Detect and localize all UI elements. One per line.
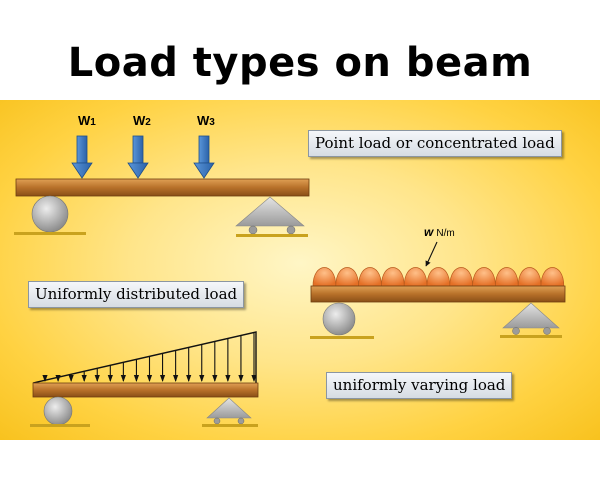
uvl-arrow-head: [120, 375, 126, 382]
uvl-arrow-head: [133, 375, 140, 382]
beam-diagram: W1 W2 W3: [14, 113, 566, 427]
arrow-down-icon: [127, 135, 149, 179]
roller-support-icon: [31, 195, 69, 233]
load-w3-label: W3: [197, 113, 215, 128]
beam-2: [310, 285, 566, 303]
diagram-panel: W1 W2 W3: [0, 100, 600, 440]
point-load-label: Point load or concentrated load: [308, 130, 562, 157]
uvl-arrow-head: [81, 375, 87, 382]
uvl-arrow-head: [55, 375, 61, 382]
point-load-diagram: W1 W2 W3: [14, 113, 310, 237]
load-w2-label: W2: [133, 113, 151, 128]
uvl-arrow-head: [186, 375, 192, 382]
udl-bump: [335, 267, 359, 287]
uvl-arrow-head: [251, 375, 257, 382]
uvl-diagram: [30, 331, 259, 427]
hinge-support-icon: [206, 397, 252, 425]
udl-bump: [426, 267, 451, 287]
udl-label: Uniformly distributed load: [28, 281, 245, 308]
udl-bump: [472, 267, 496, 287]
page-title: Load types on beam: [67, 40, 533, 86]
uvl-arrow-head: [94, 375, 100, 382]
uvl-arrow-head: [238, 375, 244, 382]
load-w3: W3: [193, 113, 215, 179]
load-w2: W2: [127, 113, 151, 179]
udl-bump: [495, 267, 519, 287]
udl-bump: [517, 267, 542, 287]
ground-line: [310, 336, 374, 339]
udl-bump: [540, 267, 565, 287]
uvl-arrow-head: [173, 375, 179, 382]
uvl-arrow-head: [107, 375, 113, 382]
uvl-arrow-head: [68, 375, 74, 382]
intensity-pointer-arrow: [425, 241, 438, 267]
hinge-support-icon: [502, 302, 560, 335]
roller-support-icon: [43, 396, 73, 426]
uvl-arrow-head: [212, 375, 218, 382]
load-w1: W1: [71, 113, 96, 179]
hinge-support-icon: [235, 196, 305, 235]
udl-bump: [403, 267, 428, 287]
uvl-load-envelope: [32, 331, 257, 384]
ground-line: [30, 424, 90, 427]
ground-line: [14, 232, 86, 235]
uvl-arrow-head: [159, 375, 166, 382]
uvl-label: uniformly varying load: [326, 372, 513, 399]
load-w1-label: W1: [78, 113, 96, 128]
udl-bump: [381, 267, 405, 287]
arrow-down-icon: [193, 135, 215, 179]
udl-bump: [358, 267, 382, 287]
roller-support-icon: [322, 302, 356, 336]
ground-line: [202, 424, 258, 427]
udl-bump: [449, 267, 473, 287]
uvl-arrow-head: [146, 375, 153, 382]
udl-load-bumps: [312, 267, 565, 287]
uvl-arrow-head: [42, 375, 48, 382]
uvl-arrow-head: [225, 375, 231, 382]
beam-1: [15, 178, 310, 197]
ground-line: [236, 234, 308, 237]
ground-line: [500, 335, 562, 338]
arrow-down-icon: [71, 135, 93, 179]
uvl-arrow-head: [199, 375, 205, 382]
beam-3: [32, 382, 259, 398]
udl-bump: [312, 267, 337, 287]
uvl-load-arrows: [42, 332, 257, 382]
